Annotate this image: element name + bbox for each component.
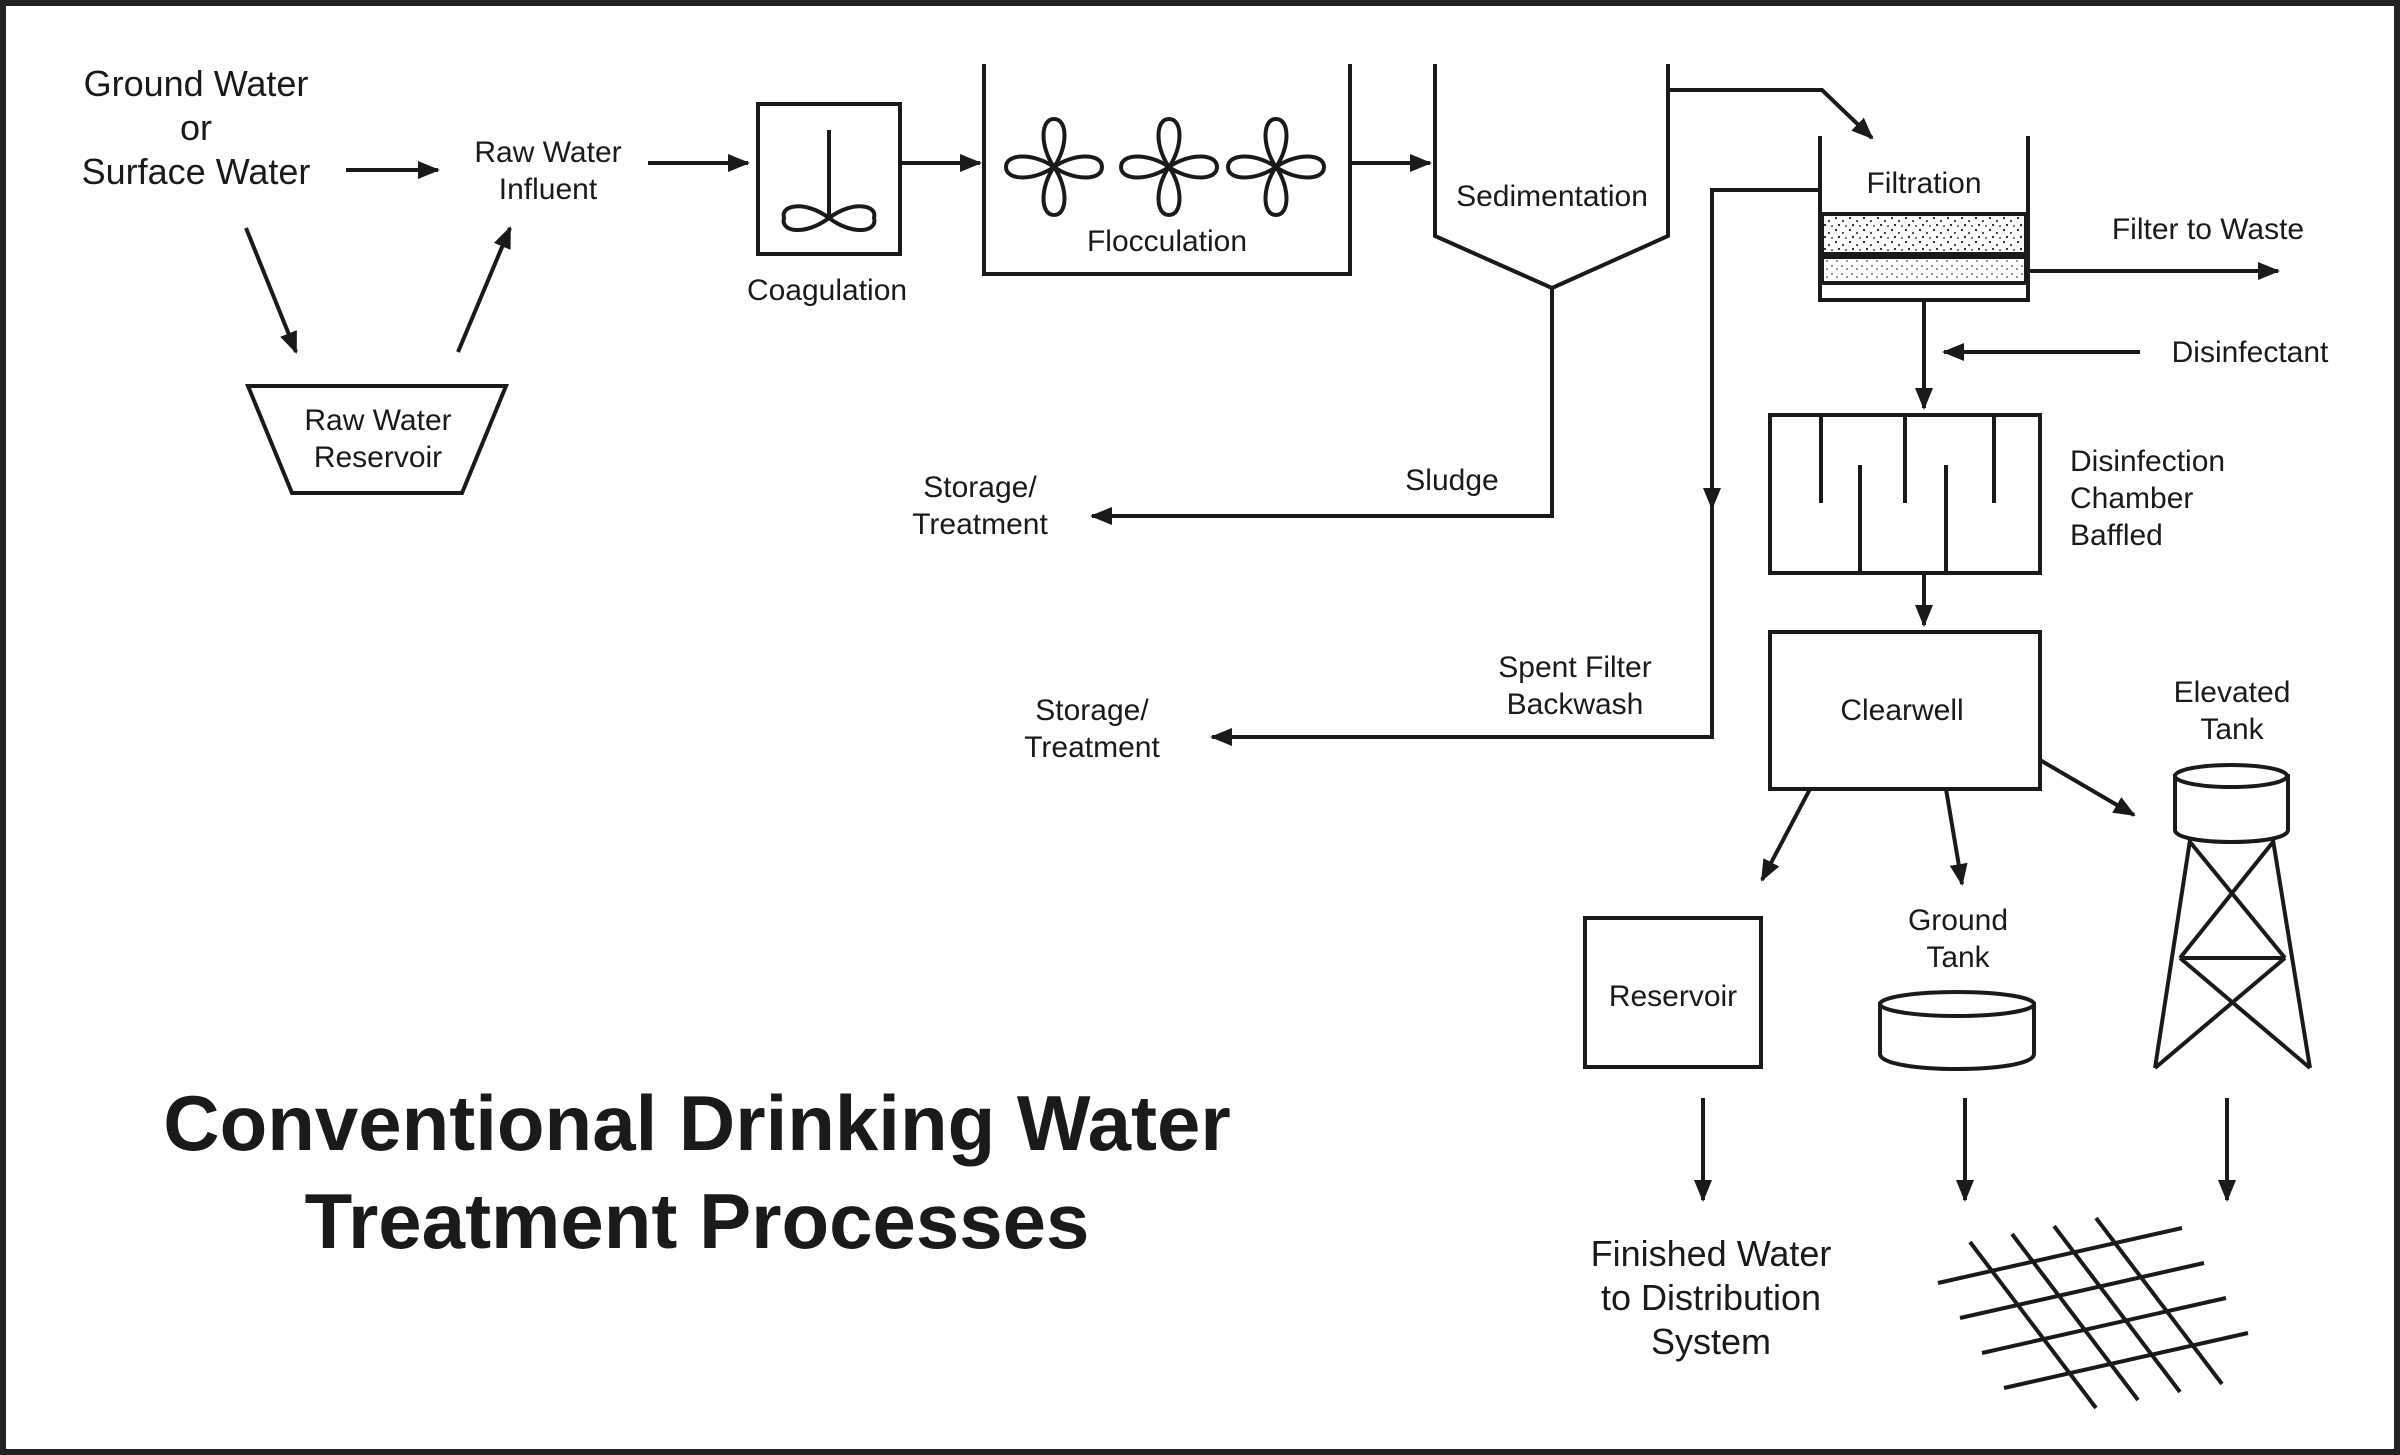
flocculation-label: Flocculation: [1087, 225, 1247, 258]
elevated-tank-icon: [2153, 763, 2312, 1070]
flocculator-paddle-icon-3: [1225, 116, 1327, 218]
distribution-grid-icon: [1937, 1216, 2249, 1410]
filtration-label: Filtration: [1866, 167, 1981, 200]
storage-label-1-line1: Storage/: [923, 471, 1037, 504]
finished-water-label-line1: Finished Water: [1591, 1233, 1832, 1274]
disinfection-label-line2: Chamber: [2070, 482, 2193, 515]
finished-water-label-line2: to Distribution: [1601, 1277, 1821, 1318]
arrow-source-to-reservoir: [244, 227, 298, 354]
coagulation-label: Coagulation: [747, 274, 907, 307]
sludge-line: [1090, 288, 1554, 525]
mixer-icon: [781, 130, 877, 233]
clearwell-box: [1768, 630, 2042, 791]
backwash-line: [1703, 188, 1820, 510]
filter-to-waste-label: Filter to Waste: [2112, 213, 2304, 246]
diagram-title-line1: Conventional Drinking Water: [163, 1079, 1231, 1167]
arrow-reservoir-to-influent: [456, 226, 512, 353]
flocculation-basin: [982, 64, 1352, 276]
raw-water-reservoir-shape: [245, 384, 509, 495]
flocculator-paddle-icon-2: [1118, 116, 1220, 218]
filter-media-sand: [1820, 212, 2028, 256]
finished-water-label-line3: System: [1651, 1321, 1771, 1362]
chamber-baffles: [1819, 415, 1996, 573]
filter-media-gravel: [1820, 255, 2028, 285]
arrow-clearwell-to-ground-tank: [1944, 788, 1968, 886]
sludge-label: Sludge: [1405, 464, 1498, 497]
arrow-clearwell-to-reservoir: [1760, 788, 1812, 882]
disinfectant-label: Disinfectant: [2172, 336, 2329, 369]
storage-label-1-line2: Treatment: [912, 508, 1048, 541]
reservoir-label: Reservoir: [1609, 980, 1737, 1013]
source-label-line3: Surface Water: [82, 151, 311, 192]
raw-influent-label-line2: Influent: [499, 173, 598, 206]
clearwell-label: Clearwell: [1840, 694, 1963, 727]
ground-tank-label-line2: Tank: [1926, 941, 1990, 974]
spent-backwash-label-line1: Spent Filter: [1498, 651, 1651, 684]
elevated-tank-label-line2: Tank: [2200, 713, 2264, 746]
diagram-title-line2: Treatment Processes: [305, 1177, 1090, 1265]
ground-tank-label-line1: Ground: [1908, 904, 2008, 937]
sedimentation-label: Sedimentation: [1456, 180, 1648, 213]
storage-label-2-line2: Treatment: [1024, 731, 1160, 764]
arrow-clearwell-to-elevated-tank: [2038, 758, 2136, 817]
ground-tank-icon: [1878, 990, 2036, 1071]
source-label-line1: Ground Water: [84, 63, 309, 104]
disinfection-label-line3: Baffled: [2070, 519, 2163, 552]
elevated-tank-label-line1: Elevated: [2174, 676, 2291, 709]
raw-influent-label-line1: Raw Water: [474, 136, 621, 169]
spent-backwash-label-line2: Backwash: [1507, 688, 1644, 721]
source-label-line2: or: [180, 107, 212, 148]
reservoir-box: [1583, 916, 1763, 1069]
disinfection-label-line1: Disinfection: [2070, 445, 2225, 478]
raw-reservoir-label-line1: Raw Water: [304, 404, 451, 437]
storage-label-2-line1: Storage/: [1035, 694, 1149, 727]
arrow-sedimentation-to-filtration: [1668, 88, 1874, 140]
raw-reservoir-label-line2: Reservoir: [314, 441, 442, 474]
backwash-line-to-storage: [1210, 500, 1714, 746]
flocculator-paddle-icon-1: [1003, 116, 1105, 218]
